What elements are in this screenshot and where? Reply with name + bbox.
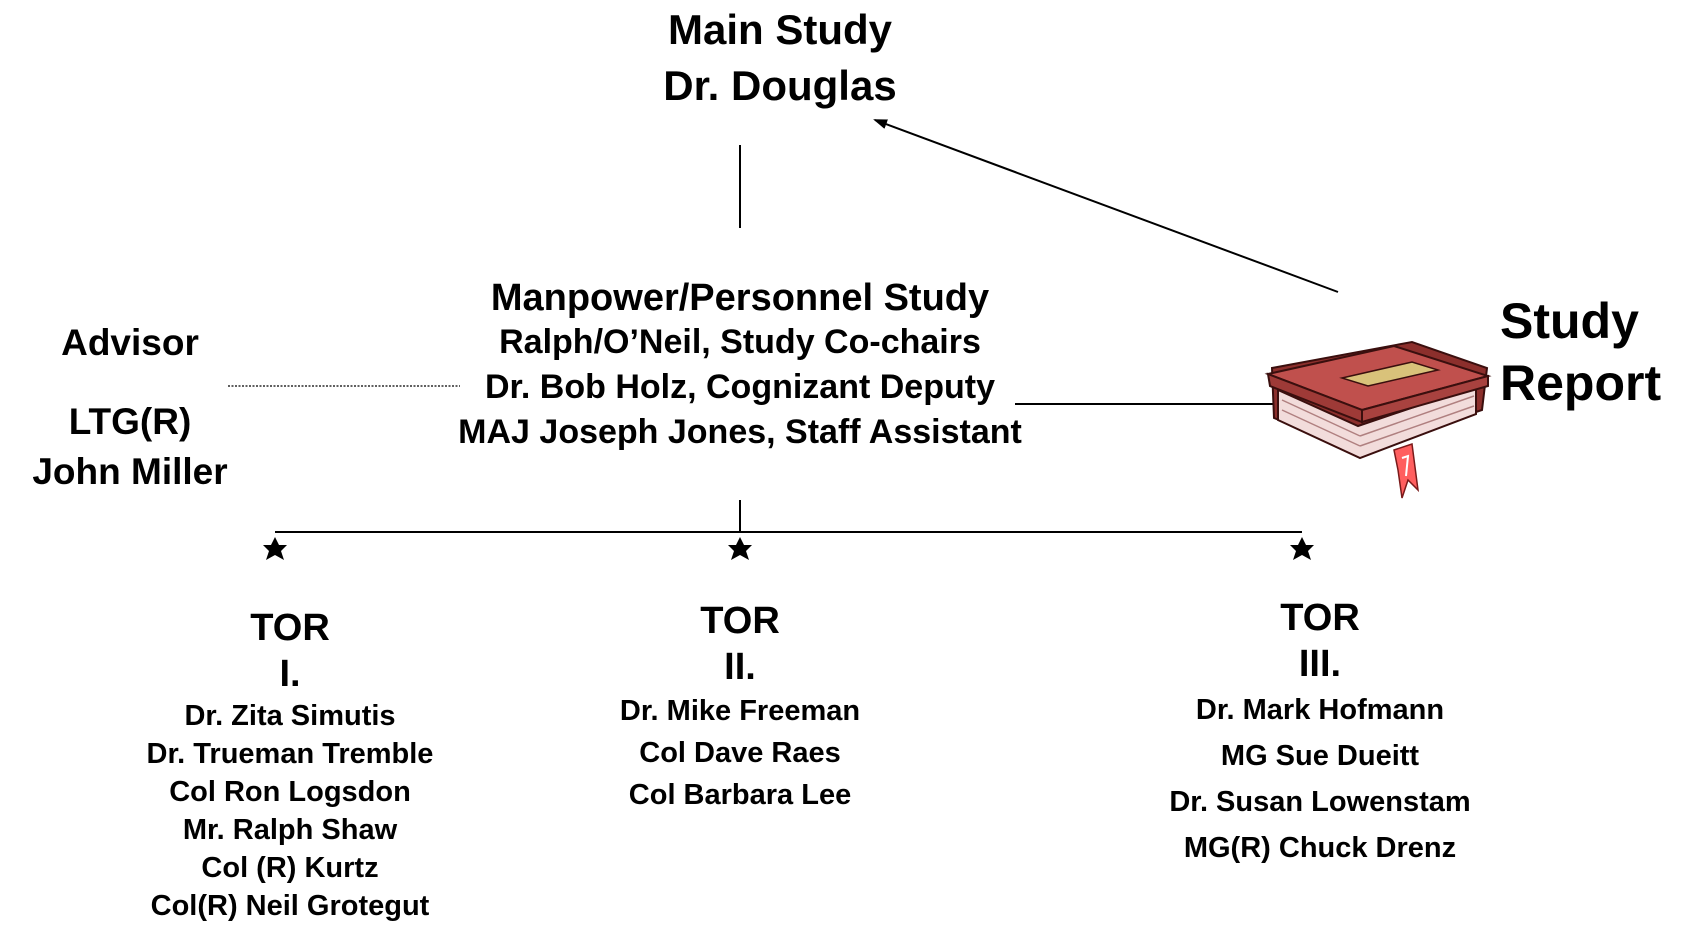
tor-1-node: TOR I. Dr. Zita Simutis Dr. Trueman Trem… — [100, 605, 480, 925]
study-report-line2: Report — [1500, 355, 1662, 411]
tor-3-numeral: III. — [1298, 643, 1342, 685]
tor-3-label: TOR — [1280, 597, 1360, 639]
tor-3-node: TOR III. Dr. Mark Hofmann MG Sue Dueitt … — [1100, 595, 1540, 871]
tor2-star-icon — [728, 537, 752, 560]
advisor-node: LTG(R) John Miller — [0, 397, 260, 497]
tor-3-member: MG Sue Dueitt — [1220, 740, 1420, 772]
tor-2-numeral: II. — [724, 646, 756, 688]
manpower-member: Ralph/O’Neil, Study Co-chairs — [499, 323, 981, 361]
report-to-main-arrow — [873, 119, 1339, 293]
main-study-node: Main Study Dr. Douglas — [520, 2, 1040, 114]
tor-1-member: Dr. Zita Simutis — [184, 700, 396, 732]
tor-1-member: Col(R) Neil Grotegut — [150, 890, 430, 922]
manpower-study-node: Manpower/Personnel Study Ralph/O’Neil, S… — [380, 276, 1100, 455]
tor-2-node: TOR II. Dr. Mike Freeman Col Dave Raes C… — [560, 598, 920, 816]
tor-1-member: Col (R) Kurtz — [201, 852, 379, 884]
study-report-label: Study Report — [1500, 290, 1704, 414]
tor-1-member: Dr. Trueman Tremble — [146, 738, 434, 770]
tor-2-label: TOR — [700, 600, 780, 642]
tor-1-label: TOR — [250, 607, 330, 649]
tor3-star-icon — [1290, 537, 1314, 560]
main-study-lead: Dr. Douglas — [663, 62, 897, 109]
tor-1-member: Col Ron Logsdon — [169, 776, 411, 808]
tor-2-member: Col Dave Raes — [639, 737, 841, 769]
advisor-name: John Miller — [32, 451, 228, 492]
manpower-member: Dr. Bob Holz, Cognizant Deputy — [485, 368, 995, 406]
tor-1-member: Mr. Ralph Shaw — [182, 814, 398, 846]
book-icon — [1264, 340, 1492, 499]
manpower-member: MAJ Joseph Jones, Staff Assistant — [458, 413, 1022, 451]
tor-3-member: Dr. Mark Hofmann — [1195, 694, 1445, 726]
manpower-study-title: Manpower/Personnel Study — [490, 277, 990, 319]
study-report-line1: Study — [1500, 293, 1639, 349]
tor-3-member: Dr. Susan Lowenstam — [1169, 786, 1471, 818]
tor-2-member: Dr. Mike Freeman — [619, 695, 861, 727]
tor-1-numeral: I. — [279, 653, 301, 695]
advisor-label: Advisor — [61, 322, 199, 363]
main-study-title: Main Study — [667, 6, 892, 53]
tor-3-member: MG(R) Chuck Drenz — [1183, 832, 1457, 864]
tor1-star-icon — [263, 537, 287, 560]
tor-2-member: Col Barbara Lee — [628, 779, 852, 811]
advisor-rank: LTG(R) — [68, 401, 192, 442]
